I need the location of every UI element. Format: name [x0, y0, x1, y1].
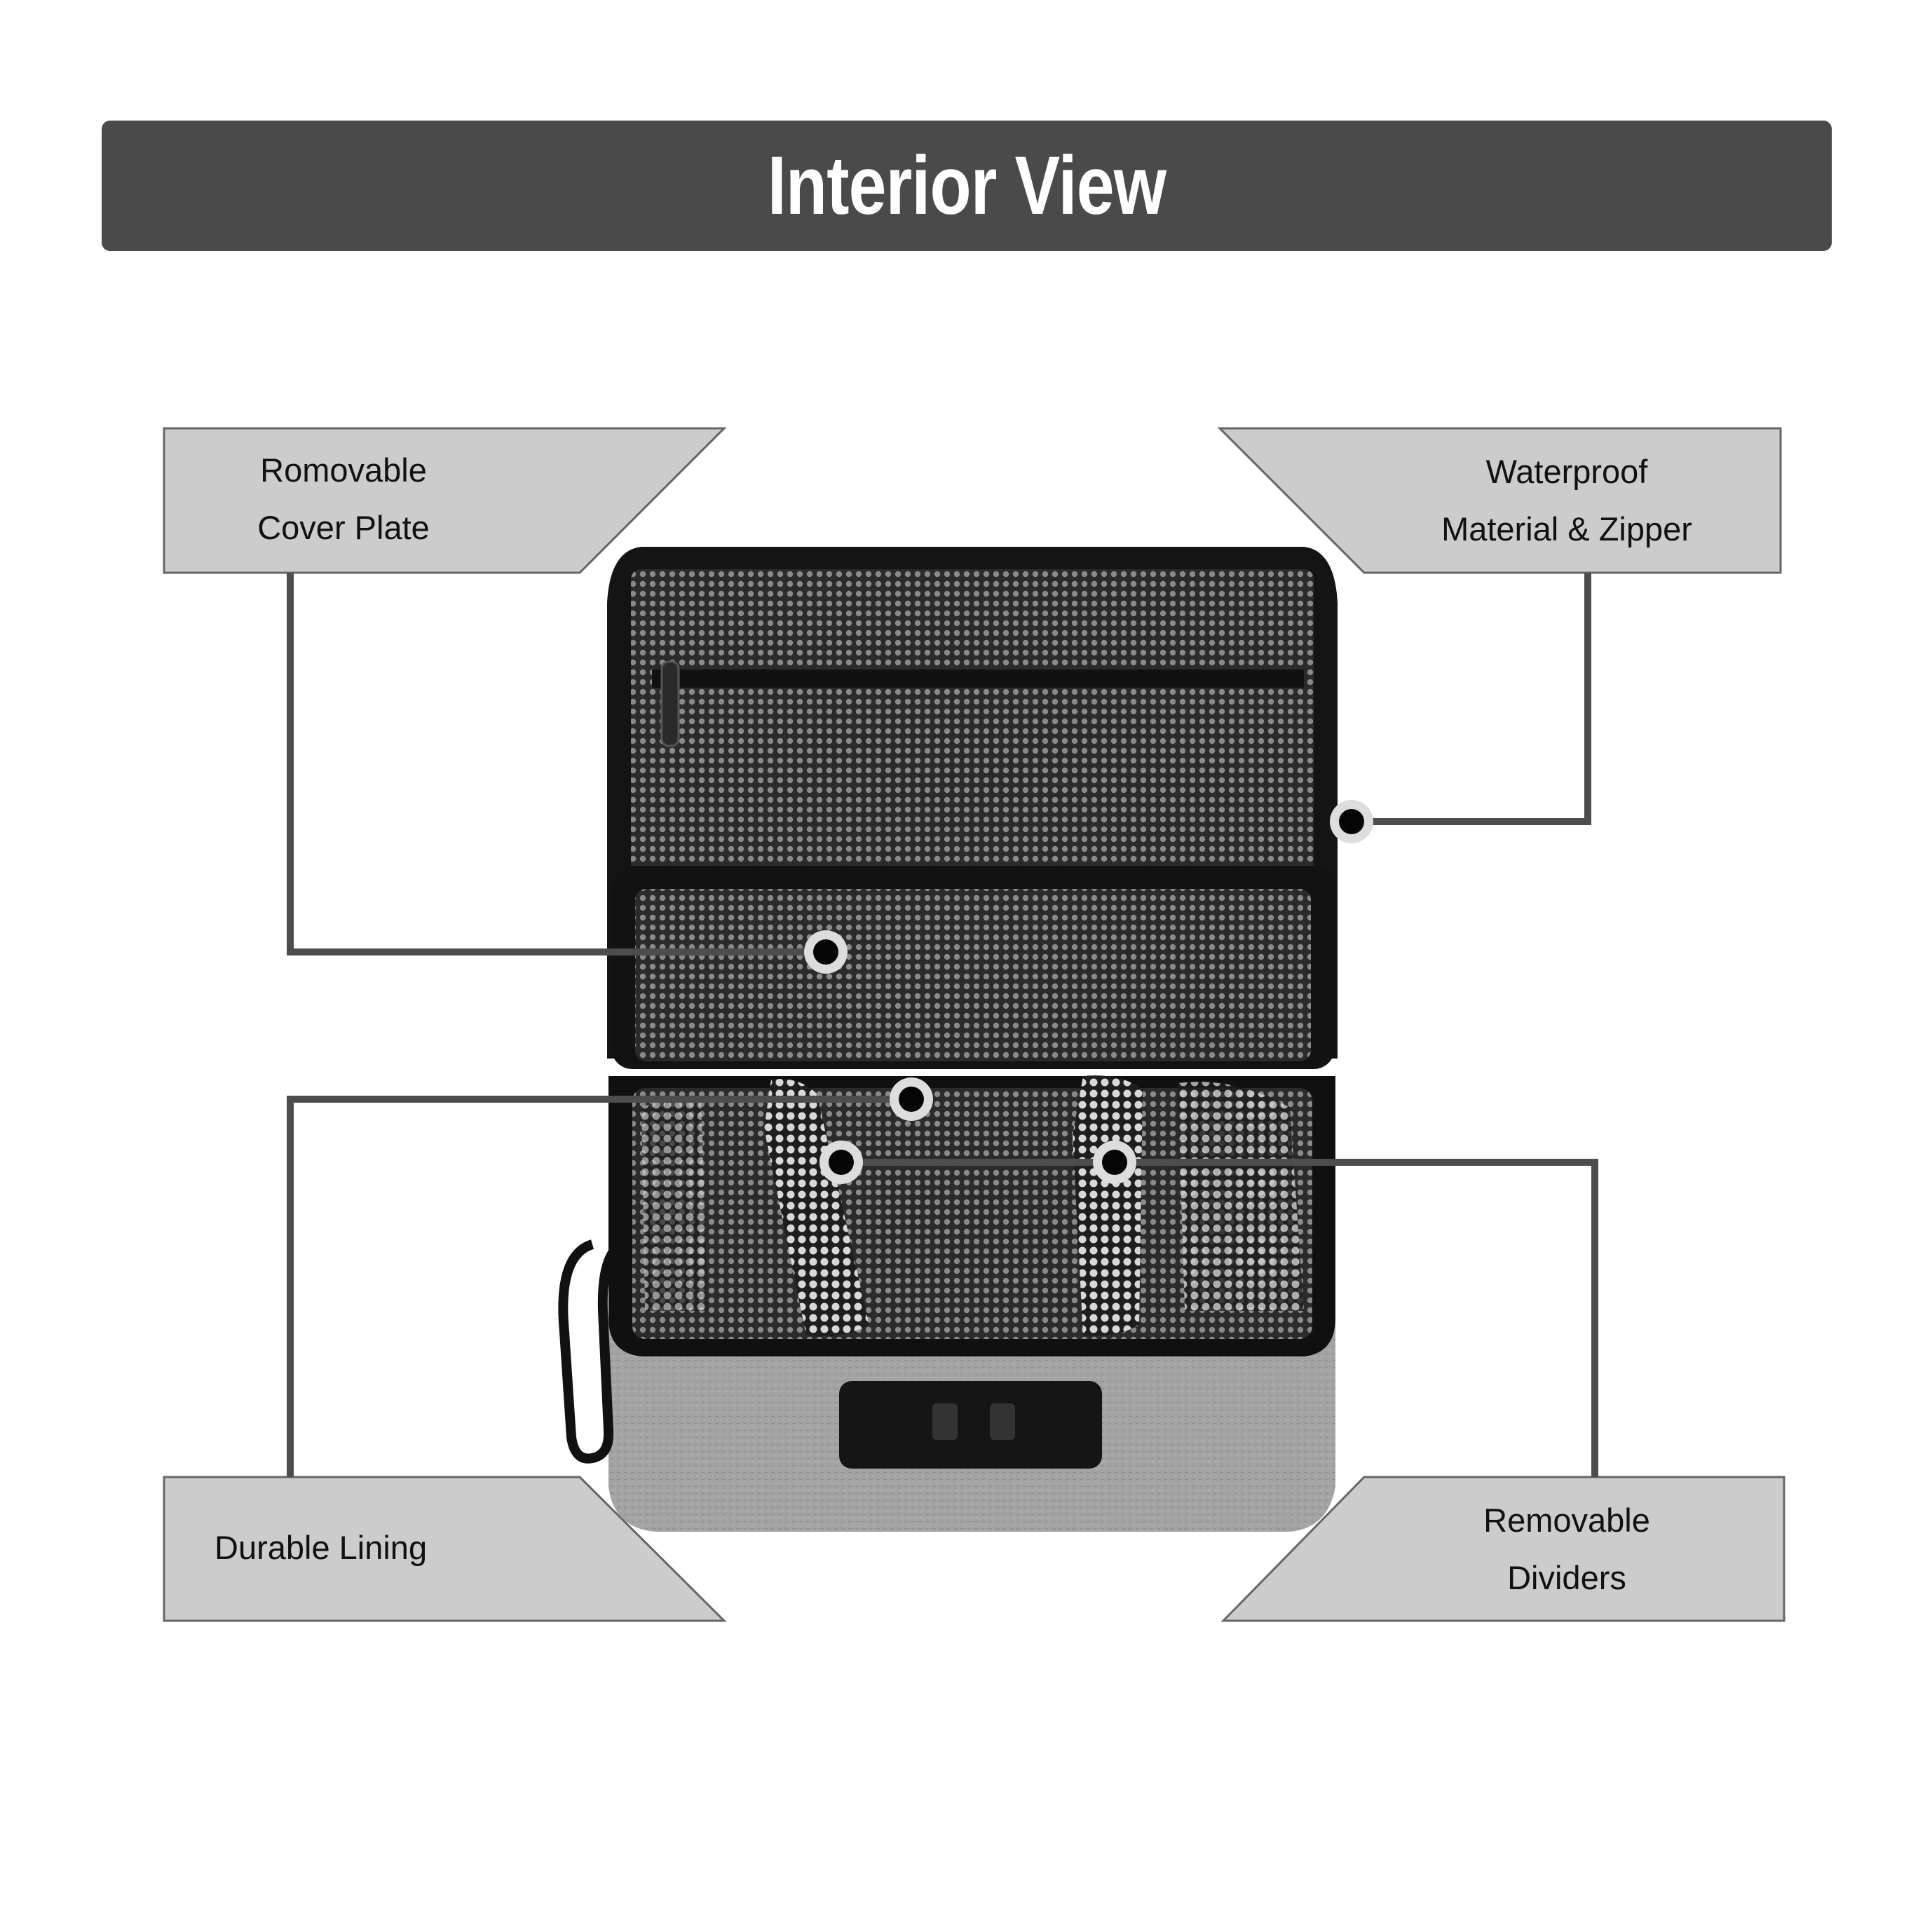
callout-label-waterproof: Waterproof Material & Zipper	[1402, 443, 1732, 558]
callout-line: Romovable	[260, 451, 427, 489]
leader-line-waterproof	[1352, 573, 1591, 825]
callout-label-lining: Durable Lining	[215, 1519, 427, 1577]
callout-line: Waterproof	[1485, 453, 1648, 490]
zipper-pull-icon	[660, 660, 680, 747]
lock-dial-1	[932, 1403, 958, 1440]
leader-line-cover-plate	[287, 573, 826, 955]
bag-lid	[607, 547, 1338, 1069]
callout-line: Cover Plate	[257, 509, 430, 546]
callout-panel-cover-plate	[163, 427, 727, 574]
callout-label-cover-plate: Romovable Cover Plate	[210, 442, 477, 557]
zipper-pocket-band	[652, 669, 1304, 688]
callout-label-dividers: Removable Dividers	[1430, 1492, 1703, 1607]
page-title: Interior View	[767, 140, 1166, 232]
callout-line: Dividers	[1507, 1559, 1626, 1596]
marker-dot-waterproof	[1330, 800, 1373, 843]
marker-dot-lining	[890, 1077, 933, 1121]
bag-base	[558, 1075, 1335, 1532]
side-pocket-left	[641, 1098, 708, 1311]
marker-dot-divider-left	[819, 1141, 863, 1184]
callout-line: Material & Zipper	[1441, 510, 1692, 547]
carabiner-clip	[558, 1239, 621, 1464]
callout-line: Removable	[1483, 1502, 1650, 1539]
leader-line-lining	[287, 1096, 911, 1477]
callout-panel-waterproof	[1217, 427, 1782, 574]
lock-dial-2	[990, 1403, 1015, 1440]
marker-dot-divider-right	[1093, 1141, 1136, 1184]
title-banner: Interior View	[102, 121, 1832, 251]
lid-mesh-panel	[631, 569, 1314, 899]
combination-lock	[839, 1381, 1102, 1469]
divider-right	[1073, 1075, 1143, 1336]
side-pocket-right	[1178, 1082, 1304, 1311]
marker-dot-cover-plate	[804, 930, 848, 974]
callout-panel-lining	[163, 1476, 727, 1622]
callout-panel-dividers	[1220, 1476, 1785, 1622]
callout-line: Durable Lining	[215, 1529, 428, 1566]
divider-left	[764, 1079, 869, 1337]
leader-line-dividers	[841, 1159, 1598, 1477]
